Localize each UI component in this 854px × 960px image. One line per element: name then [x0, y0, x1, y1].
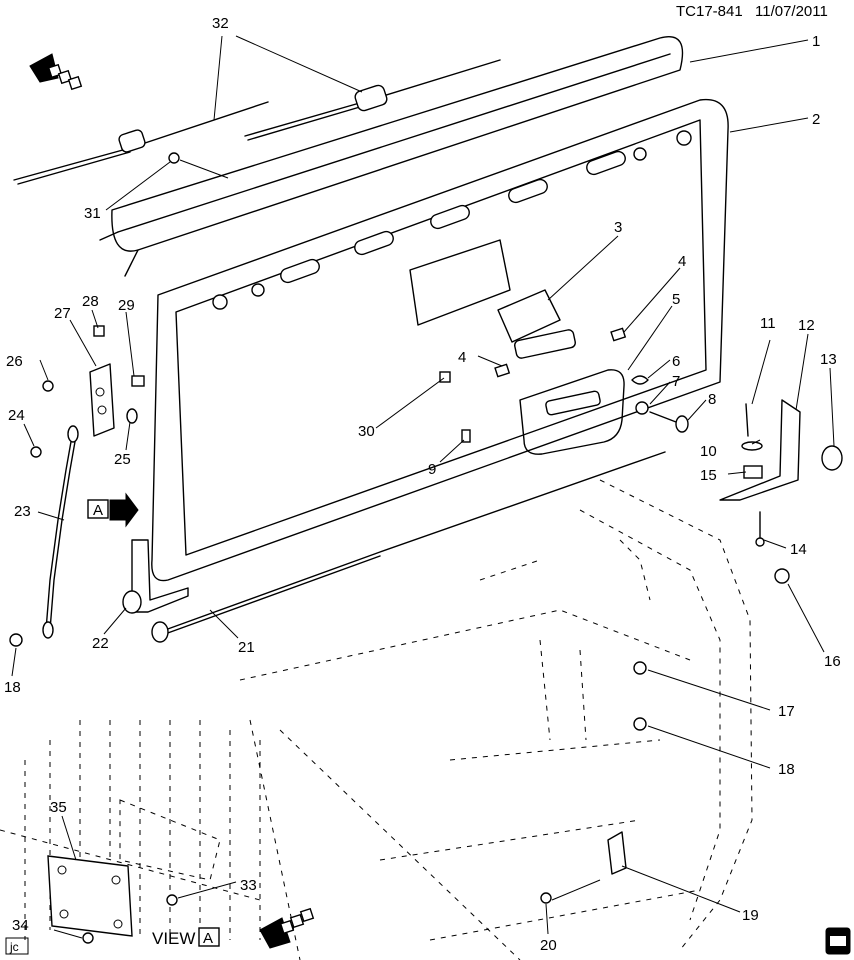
- callout-29: 29: [118, 297, 135, 314]
- callout-4: 4: [678, 253, 686, 270]
- callout-18-right: 18: [778, 761, 795, 778]
- part-8-pivot-bolt: [649, 411, 689, 433]
- part-18-nut: [633, 717, 647, 731]
- part-14-bolt: [755, 511, 765, 547]
- part-1-top-cap: [99, 36, 684, 277]
- front-arrow-icon: [259, 907, 315, 949]
- callout-9: 9: [428, 461, 436, 478]
- view-label-text: VIEW: [152, 929, 195, 948]
- part-21-release-rod: [151, 451, 666, 643]
- callout-11: 11: [760, 315, 776, 332]
- part-27-hinge-bracket: [89, 363, 115, 437]
- part-28-nut: [93, 325, 105, 337]
- part-30-clip: [439, 371, 451, 383]
- callout-13: 13: [820, 351, 837, 368]
- part-20-bolt: [540, 879, 601, 904]
- callout-12: 12: [798, 317, 815, 334]
- callout-30: 30: [358, 423, 375, 440]
- part-23-support-cable: [42, 425, 79, 639]
- callout-4-lower: 4: [458, 349, 466, 366]
- part-11-pin: [745, 403, 749, 437]
- part-22-hinge: [122, 539, 189, 614]
- callout-32: 32: [212, 15, 229, 32]
- callout-10: 10: [700, 443, 717, 460]
- callout-5: 5: [672, 291, 680, 308]
- callout-28: 28: [82, 293, 99, 310]
- callout-33: 33: [240, 877, 257, 894]
- callout-14: 14: [790, 541, 807, 558]
- callout-23: 23: [14, 503, 31, 520]
- diagram-date: 11/07/2011: [755, 3, 828, 20]
- callout-35: 35: [50, 799, 67, 816]
- truck-box: [239, 479, 753, 960]
- corner-tag: jc: [9, 940, 19, 954]
- diagram-code: TC17-841: [676, 3, 743, 20]
- part-3-latch-handle: [497, 289, 576, 359]
- part-13-bumper: [821, 445, 843, 471]
- part-33-nut: [166, 894, 178, 906]
- part-19-hinge-bracket: [607, 831, 627, 875]
- part-9-clip: [461, 429, 471, 443]
- callout-18-left: 18: [4, 679, 21, 696]
- part-12-bracket: [719, 399, 801, 501]
- corner-tag-box: [5, 937, 29, 955]
- callouts: 1 2 3 4 4 5 6 7 8 9 10 11 12 13 14 15 16…: [4, 15, 841, 954]
- part-26-bolt: [42, 380, 54, 392]
- callout-19: 19: [742, 907, 759, 924]
- part-6-clip: [631, 375, 649, 385]
- callout-26: 26: [6, 353, 23, 370]
- callout-24: 24: [8, 407, 25, 424]
- callout-2: 2: [812, 111, 820, 128]
- part-10-washer: [741, 441, 763, 451]
- callout-1: 1: [812, 33, 820, 50]
- book-icon: [825, 927, 851, 955]
- part-7-bushing: [635, 401, 649, 415]
- view-label-box: [198, 927, 220, 947]
- part-24-bolt: [30, 446, 42, 458]
- callout-22: 22: [92, 635, 109, 652]
- view-a-arrow-icon: A: [87, 492, 139, 528]
- callout-17: 17: [778, 703, 795, 720]
- callout-27: 27: [54, 305, 71, 322]
- part-31-bolt: [168, 152, 229, 179]
- callout-3: 3: [614, 219, 622, 236]
- leader-lines: [11, 35, 835, 939]
- part-32-rod: [13, 59, 501, 185]
- view-a-marker-letter: A: [93, 502, 103, 519]
- callout-6: 6: [672, 353, 680, 370]
- callout-31: 31: [84, 205, 101, 222]
- callout-25: 25: [114, 451, 131, 468]
- part-29-nut: [131, 375, 145, 387]
- callout-20: 20: [540, 937, 557, 954]
- part-4-clip: [494, 327, 627, 378]
- part-2-tailgate-panel: [151, 98, 729, 582]
- callout-8: 8: [708, 391, 716, 408]
- callout-21: 21: [238, 639, 255, 656]
- front-arrow-icon: [29, 53, 83, 91]
- part-25-washer: [126, 408, 138, 424]
- callout-15: 15: [700, 467, 717, 484]
- part-17-striker: [633, 661, 647, 675]
- callout-16: 16: [824, 653, 841, 670]
- callout-7: 7: [672, 373, 680, 390]
- part-15-block: [743, 465, 763, 479]
- part-18-bolt: [9, 633, 23, 647]
- callout-34: 34: [12, 917, 29, 934]
- part-34-bolt: [82, 932, 94, 944]
- view-label-letter: A: [203, 930, 213, 947]
- part-16-bumper: [774, 568, 790, 584]
- part-35-plate: [47, 855, 133, 937]
